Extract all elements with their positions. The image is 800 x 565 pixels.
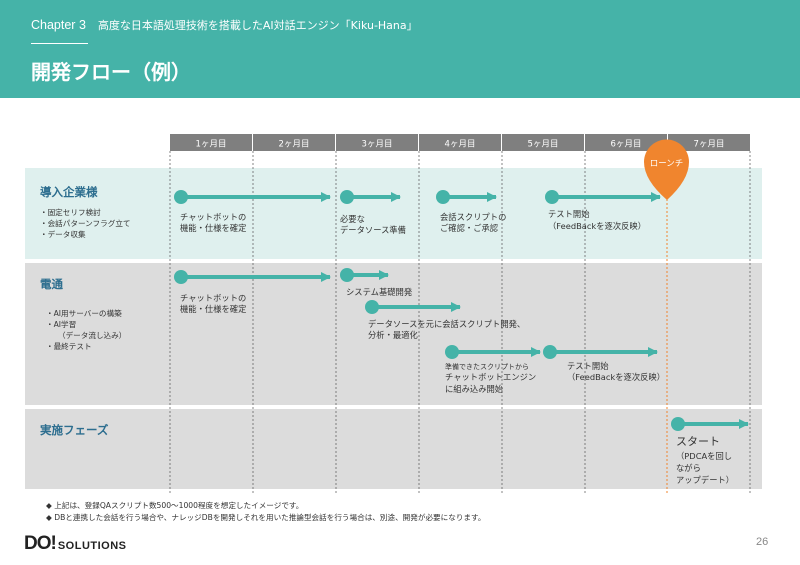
lane-note: ・AI学習 — [46, 319, 76, 329]
chapter-heading: Chapter 3 高度な日本語処理技術を搭載したAI対話エンジン「Kiku-Ha… — [31, 17, 418, 33]
task-label: 機能・仕様を確定 — [180, 223, 246, 233]
task-label: テスト開始 — [548, 209, 590, 219]
task-label: （FeedBackを逐次反映） — [567, 372, 665, 382]
logo-solutions: SOLUTIONS — [57, 540, 127, 552]
lane-dentsu-background — [25, 263, 762, 405]
task-label: データソースを元に会話スクリプト開発、 — [368, 319, 525, 329]
phase-desc: アップデート） — [676, 475, 734, 485]
lane-note: ・固定セリフ検討 — [40, 207, 101, 217]
company-logo: DO!SOLUTIONS — [24, 533, 127, 555]
month-cell — [336, 134, 418, 151]
launch-marker: ローンチ — [644, 139, 689, 200]
task-label: 機能・仕様を確定 — [180, 304, 246, 314]
page-number: 26 — [756, 536, 769, 548]
month-cell — [585, 134, 667, 151]
month-label: 4ヶ月目 — [445, 140, 476, 150]
month-label: 7ヶ月目 — [694, 140, 725, 150]
phase-desc: ながら — [676, 463, 701, 473]
lane-title-phase: 実施フェーズ — [40, 423, 109, 437]
header-band: Chapter 3 高度な日本語処理技術を搭載したAI対話エンジン「Kiku-Ha… — [0, 0, 800, 98]
chapter-subtitle: 高度な日本語処理技術を搭載したAI対話エンジン「Kiku-Hana」 — [97, 19, 418, 32]
month-label: 3ヶ月目 — [362, 140, 393, 150]
chapter-number: Chapter 3 — [31, 18, 86, 32]
footnotes: ◆ 上記は、登録QAスクリプト数500～1000程度を想定したイメージです。 ◆… — [46, 500, 485, 524]
task-label: データソース準備 — [340, 225, 406, 235]
logo-do: DO! — [24, 533, 57, 554]
header-divider — [31, 43, 88, 44]
lane-note: ・データ収集 — [40, 229, 86, 239]
month-label: 2ヶ月目 — [279, 140, 310, 150]
phase-desc: （PDCAを回し — [676, 451, 732, 461]
task-label: チャットボットエンジン — [445, 372, 536, 382]
month-header: 1ヶ月目 2ヶ月目 3ヶ月目 4ヶ月目 5ヶ月目 6ヶ月目 7ヶ月目 — [170, 134, 750, 151]
task-label: 分析・最適化 — [368, 330, 418, 340]
lane-note: （データ流し込み） — [58, 330, 126, 340]
month-cell — [170, 134, 252, 151]
launch-pin-icon — [644, 139, 689, 200]
month-cell — [419, 134, 501, 151]
task-label: （FeedBackを逐次反映） — [548, 221, 646, 231]
phase-start-label: スタート — [676, 435, 720, 448]
month-dividers — [169, 151, 751, 495]
task-label: チャットボットの — [180, 212, 246, 222]
footnote: ◆ 上記は、登録QAスクリプト数500～1000程度を想定したイメージです。 — [46, 501, 304, 510]
task-label: テスト開始 — [567, 361, 609, 371]
lane-client-background — [25, 168, 762, 259]
task-label: に組み込み開始 — [445, 384, 504, 394]
month-cell — [253, 134, 335, 151]
month-cell — [668, 134, 750, 151]
task-label: ご確認・ご承認 — [440, 223, 499, 233]
task-label: 会話スクリプトの — [440, 212, 506, 222]
month-label: 5ヶ月目 — [528, 140, 559, 150]
lane-note: ・AI用サーバーの構築 — [46, 308, 122, 318]
task-label: システム基礎開発 — [346, 287, 413, 297]
month-label: 6ヶ月目 — [611, 140, 642, 150]
task-label: 必要な — [340, 214, 365, 224]
lane-title-dentsu: 電通 — [40, 277, 63, 291]
page-title: 開発フロー（例） — [31, 60, 191, 84]
lane-title-client: 導入企業様 — [40, 185, 98, 199]
task-label: 準備できたスクリプトから — [445, 362, 529, 371]
task-label: チャットボットの — [180, 293, 246, 303]
lane-phase-background — [25, 409, 762, 489]
task-arrows — [174, 190, 749, 431]
footnote: ◆ DBと連携した会話を行う場合や、ナレッジDBを開発しそれを用いた推論型会話を… — [46, 513, 486, 522]
month-label: 1ヶ月目 — [196, 140, 227, 150]
lane-note: ・最終テスト — [46, 341, 92, 351]
launch-label: ローンチ — [650, 159, 684, 169]
lane-note: ・会話パターンフラグ立て — [40, 218, 131, 228]
month-cell — [502, 134, 584, 151]
